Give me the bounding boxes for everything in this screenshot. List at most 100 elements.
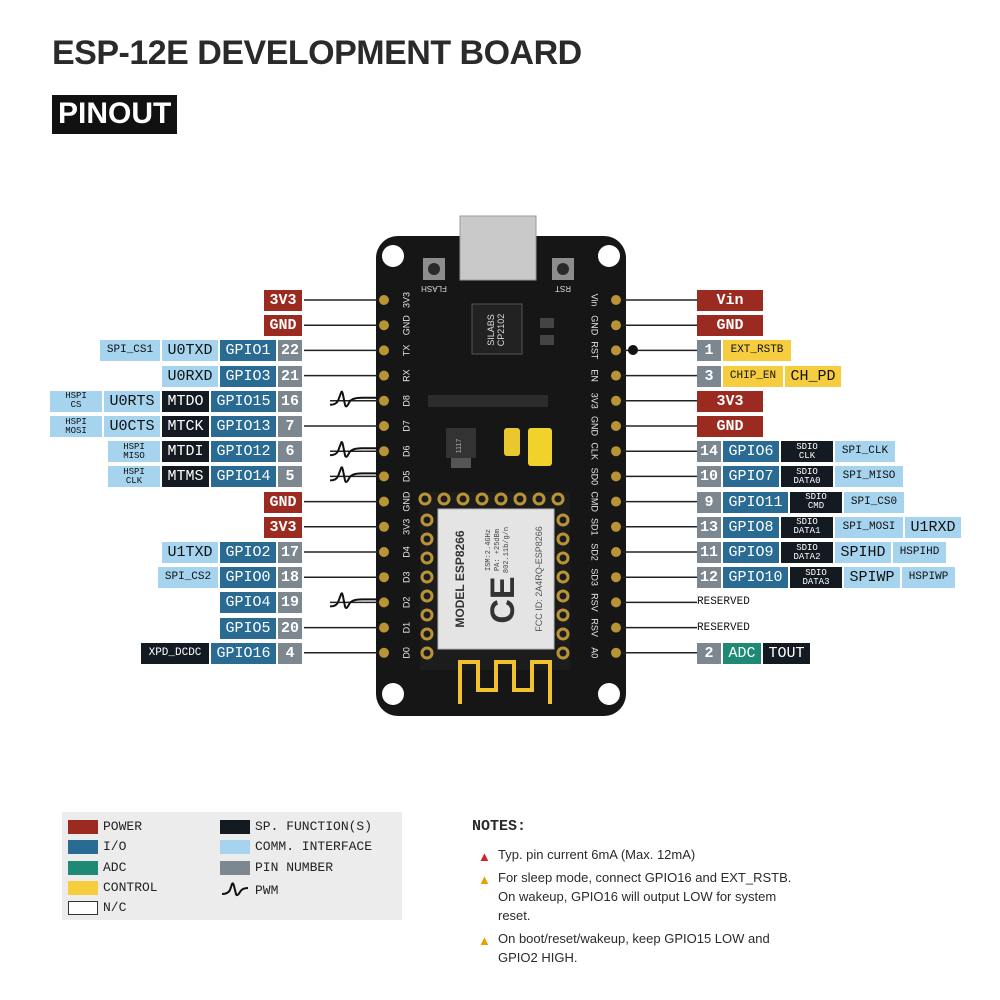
- pin-label-io: GPIO16: [211, 642, 276, 664]
- pin-label-power: GND: [697, 315, 763, 337]
- castellation-pad: [556, 513, 570, 527]
- castellation-pad: [420, 570, 434, 584]
- legend-pwm-label: PWM: [255, 882, 279, 898]
- legend-comm: COMM. INTERFACE: [220, 839, 372, 854]
- header-pin-label-right: A0: [590, 647, 600, 658]
- castellation-pad: [420, 627, 434, 641]
- header-pin-label-right: SD2: [590, 543, 600, 561]
- legend-adc-label: ADC: [103, 860, 127, 875]
- module-spec-1: ISM:2.4GHz: [485, 529, 493, 571]
- pin-label-io: GPIO12: [211, 441, 276, 463]
- pin-label-num: 11: [697, 542, 721, 563]
- header-pin: [379, 471, 389, 482]
- pin-label-power: Vin: [697, 290, 763, 311]
- header-pin: [611, 647, 621, 658]
- legend-comm-label: COMM. INTERFACE: [255, 839, 373, 854]
- pin-label-num: 2: [697, 642, 721, 664]
- pin-label-comm: U1TXD: [162, 542, 218, 563]
- header-pin-label-left: D0: [401, 647, 411, 659]
- pin-label-num: 10: [697, 466, 721, 488]
- pin-label-num: 22: [278, 340, 302, 362]
- capacitor-icon: [504, 428, 520, 456]
- header-pin: [611, 521, 621, 532]
- module-ce-mark: CE: [484, 576, 522, 623]
- mount-hole-icon: [382, 245, 404, 267]
- pin-label-io: GPIO14: [211, 466, 276, 488]
- legend-control-label: CONTROL: [103, 880, 158, 895]
- pwm-icon: [329, 592, 378, 609]
- pin-headers: [379, 295, 621, 658]
- pin-label-special: MTCK: [162, 416, 209, 437]
- note-item: ▲For sleep mode, connect GPIO16 and EXT_…: [472, 868, 802, 925]
- legend-power-label: POWER: [103, 819, 143, 834]
- header-pin: [379, 345, 389, 356]
- castellation-pad: [437, 492, 451, 506]
- pin-label-num: 13: [697, 516, 721, 538]
- header-pin: [379, 521, 389, 532]
- pin-label-plain: RESERVED: [697, 621, 750, 634]
- pin-label-num: 9: [697, 491, 721, 513]
- header-pin-label-left: 3V3: [401, 519, 411, 535]
- pin-label-io: GPIO6: [723, 441, 779, 463]
- notes-panel: NOTES: ▲Typ. pin current 6mA (Max. 12mA)…: [472, 818, 802, 971]
- pin-label-num: 6: [278, 441, 302, 463]
- castellation-pad: [551, 492, 565, 506]
- esp-module-shield: [437, 508, 555, 650]
- header-pin: [379, 446, 389, 457]
- pin-label-control: CH_PD: [785, 365, 841, 387]
- pin-label-num: 19: [278, 592, 302, 614]
- header-pin-label-left: 3V3: [401, 292, 411, 308]
- header-pin-label-right: Vin: [590, 294, 600, 307]
- pin-label-comm: SPI_CS0: [844, 491, 904, 513]
- header-pin: [611, 597, 621, 608]
- pin-label-adc: ADC: [723, 642, 761, 664]
- pin-label-io: GPIO15: [211, 390, 276, 412]
- castellation-pad: [456, 492, 470, 506]
- comm-swatch: [220, 839, 250, 854]
- notes-title: NOTES:: [472, 818, 527, 835]
- header-pin-label-right: CMD: [590, 491, 600, 512]
- castellation-pad: [494, 492, 508, 506]
- pwm-icon: [329, 390, 378, 408]
- pin-label-control: EXT_RSTB: [723, 340, 791, 362]
- header-pin: [611, 295, 621, 305]
- nc-swatch: [68, 900, 98, 915]
- header-pin-label-right: CLK: [590, 442, 600, 460]
- pin-label-num: 12: [697, 567, 721, 589]
- pin-label-num: 21: [278, 365, 302, 387]
- header-pin-label-left: GND: [401, 315, 411, 336]
- header-pin-label-right: 3V3: [590, 393, 600, 409]
- legend-special: SP. FUNCTION(S): [220, 819, 372, 834]
- page-title: ESP-12E DEVELOPMENT BOARD: [52, 34, 582, 72]
- legend: POWER I/O ADC CONTROL N/C SP. FUNCTION(S…: [62, 812, 402, 920]
- castellation-pad: [556, 627, 570, 641]
- module-spec-2: PA: +25dBm: [494, 529, 502, 571]
- flash-label: FLASH: [421, 284, 447, 293]
- pin-label-special: TOUT: [763, 642, 810, 664]
- header-pin-label-right: RSV: [590, 593, 600, 612]
- pin-label-num: 4: [278, 642, 302, 664]
- castellation-pad: [420, 551, 434, 565]
- pin-label-special: XPD_DCDC: [141, 642, 209, 664]
- pinout-label: PINOUT: [52, 95, 178, 134]
- legend-nc-label: N/C: [103, 900, 127, 915]
- header-pin: [379, 320, 389, 331]
- header-pin-label-left: D6: [401, 445, 411, 457]
- usb-uart-chip: [471, 303, 523, 355]
- header-pin-label-right: GND: [590, 416, 600, 437]
- pin-label-power: 3V3: [264, 290, 302, 311]
- pin-label-plain: RESERVED: [697, 596, 750, 609]
- pin-label-comm: U0RXD: [162, 365, 218, 387]
- pin-label-num: 20: [278, 617, 302, 639]
- pin-label-power: GND: [264, 491, 302, 513]
- pin-number-swatch: [220, 860, 250, 875]
- header-pin-label-right: GND: [590, 315, 600, 336]
- header-pin: [611, 547, 621, 557]
- pin-label-comm: U0RTS: [104, 390, 160, 412]
